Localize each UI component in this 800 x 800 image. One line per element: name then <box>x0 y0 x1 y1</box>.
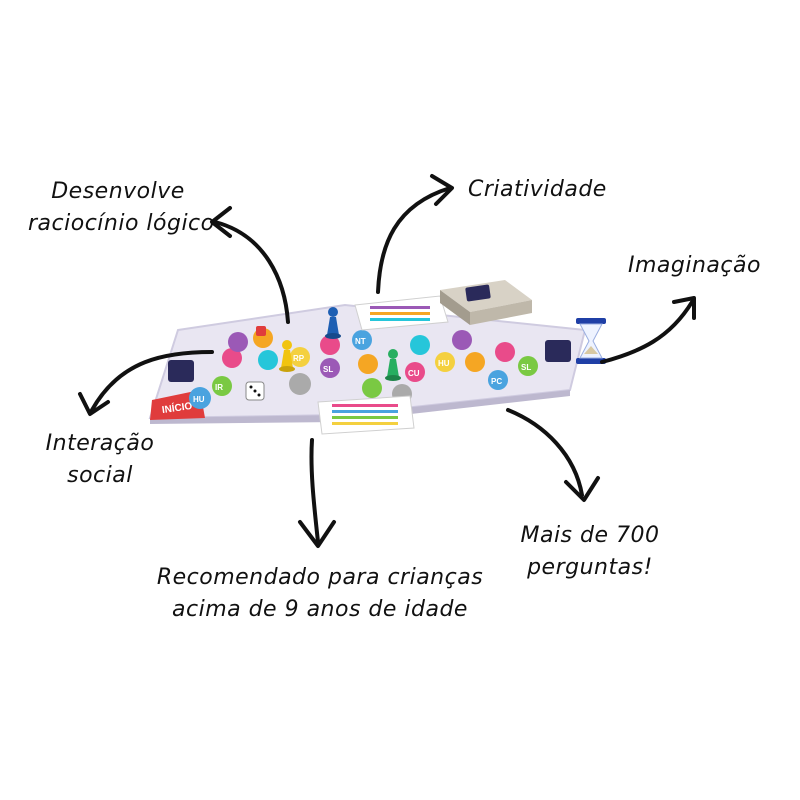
board-space <box>289 373 311 395</box>
creativity-label: Criatividade <box>468 177 607 202</box>
hourglass-icon <box>576 318 606 364</box>
board-space <box>212 376 232 396</box>
space-code: IR <box>215 383 223 392</box>
board-space <box>320 335 340 355</box>
space-code: RP <box>293 354 305 363</box>
board-space <box>405 362 425 382</box>
arrow-social-icon <box>78 350 214 416</box>
card-box-icon <box>440 280 532 325</box>
space-code: NT <box>355 337 366 346</box>
board-space <box>358 354 378 374</box>
arrow-logic-icon <box>210 206 290 324</box>
start-label: INÍCIO <box>161 399 193 416</box>
board-space <box>320 358 340 378</box>
board-space <box>228 332 248 352</box>
questions-label: Mais de 700 perguntas! <box>505 520 675 584</box>
logic-label-line2: raciocínio lógico <box>28 211 215 236</box>
board-space <box>465 352 485 372</box>
logic-label-line1: Desenvolve <box>51 179 185 204</box>
space-code: SL <box>323 365 333 374</box>
board-space <box>495 342 515 362</box>
board-space <box>435 352 455 372</box>
board-space <box>362 378 382 398</box>
space-code: SL <box>521 363 531 372</box>
board-space <box>518 356 538 376</box>
space-code: HU <box>438 359 450 368</box>
board-space <box>222 348 242 368</box>
questions-label-line2: perguntas! <box>527 555 653 580</box>
space-codes: HU IR RP SL NT CU HU PC SL <box>193 337 531 404</box>
board-space <box>352 330 372 350</box>
board-space <box>290 347 310 367</box>
arrow-age-icon <box>298 438 336 548</box>
social-label: Interação social <box>30 428 170 492</box>
pawn-icon <box>256 326 266 336</box>
question-card-bottom <box>317 395 415 435</box>
board-spaces <box>189 328 538 409</box>
pawn-icon <box>385 349 401 381</box>
arrow-questions-icon <box>506 408 600 502</box>
pawn-icon <box>325 307 341 339</box>
board-space <box>189 387 211 409</box>
imagination-label: Imaginação <box>628 253 761 278</box>
social-label-line1: Interação <box>45 431 155 456</box>
space-code: CU <box>408 369 420 378</box>
social-label-line2: social <box>67 463 133 488</box>
board-space <box>488 370 508 390</box>
board-space <box>258 350 278 370</box>
questions-label-line1: Mais de 700 <box>520 523 660 548</box>
dice-icon <box>245 381 265 401</box>
board-logo-right <box>545 340 571 362</box>
arrow-imagination-icon <box>600 296 696 364</box>
logic-label: Desenvolve raciocínio lógico <box>28 176 215 240</box>
board-space <box>410 335 430 355</box>
space-code: PC <box>491 377 502 386</box>
pawn-icon <box>279 340 295 372</box>
space-code: HU <box>193 395 205 404</box>
age-label: Recomendado para crianças acima de 9 ano… <box>140 562 500 626</box>
age-label-line1: Recomendado para crianças <box>156 565 484 590</box>
board-space <box>452 330 472 350</box>
board-logo-left <box>168 360 194 382</box>
arrow-creativity-icon <box>376 174 454 294</box>
question-card-top <box>354 295 449 331</box>
age-label-line2: acima de 9 anos de idade <box>172 597 468 622</box>
